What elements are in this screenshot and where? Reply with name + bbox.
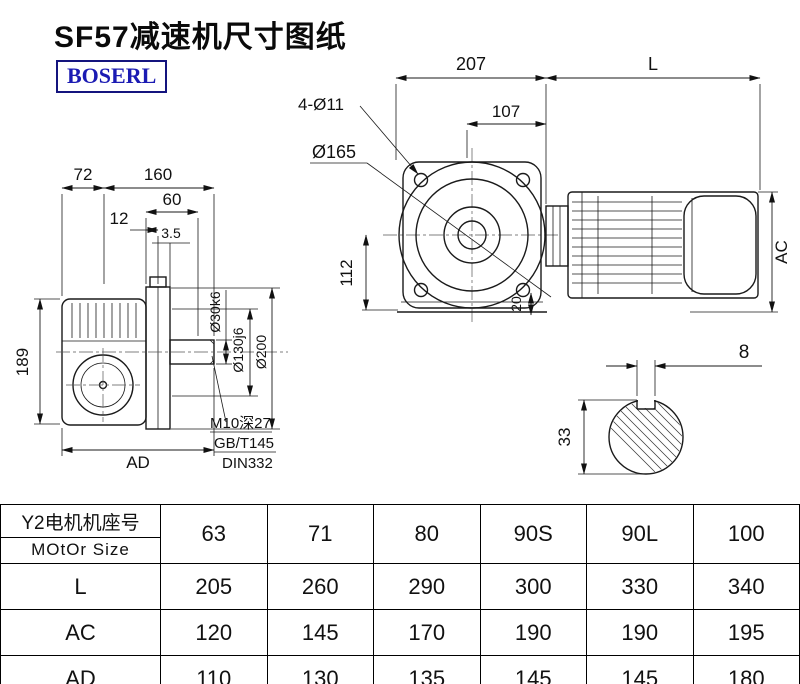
value-cell: 145 bbox=[266, 609, 374, 656]
row-label: AD bbox=[0, 655, 161, 684]
technical-drawing: 207 L 107 4-Ø11 Ø165 112 20 AC bbox=[13, 54, 791, 475]
size-cell: 90S bbox=[479, 504, 587, 564]
value-cell: 145 bbox=[586, 655, 694, 684]
size-cell: 63 bbox=[160, 504, 268, 564]
dimension-table: Y2电机机座号 MOtOr Size 63 71 80 90S 90L 100 … bbox=[0, 504, 800, 684]
value-cell: 340 bbox=[692, 563, 800, 610]
side-view: 72 160 60 12 3.5 189 AD Ø3 bbox=[13, 165, 288, 472]
dim-72-label: 72 bbox=[74, 165, 93, 184]
size-cell: 90L bbox=[586, 504, 694, 564]
brand-logo: BOSERL bbox=[56, 60, 168, 93]
dim-AC-label: AC bbox=[772, 240, 791, 264]
value-cell: 120 bbox=[160, 609, 268, 656]
value-cell: 180 bbox=[692, 655, 800, 684]
row-label: L bbox=[0, 563, 161, 610]
table-row-L: L 205 260 290 300 330 340 bbox=[0, 563, 800, 610]
housing-fins bbox=[62, 303, 146, 342]
standard-note-2: DIN332 bbox=[222, 455, 273, 472]
page-title: SF57减速机尺寸图纸 bbox=[54, 21, 347, 54]
flange-od-label: Ø200 bbox=[253, 335, 269, 369]
dim-207-label: 207 bbox=[456, 54, 486, 74]
dim-20-label: 20 bbox=[508, 296, 524, 312]
value-cell: 170 bbox=[373, 609, 481, 656]
value-cell: 330 bbox=[586, 563, 694, 610]
flange-diameter-label: Ø165 bbox=[312, 142, 356, 162]
motor-size-header-cell: Y2电机机座号 MOtOr Size bbox=[0, 504, 161, 564]
value-cell: 195 bbox=[692, 609, 800, 656]
motor-size-header-en: MOtOr Size bbox=[31, 540, 130, 559]
dim-33-label: 33 bbox=[555, 428, 574, 447]
dim-189-label: 189 bbox=[13, 348, 32, 376]
standard-note-1: GB/T145 bbox=[214, 435, 274, 452]
value-cell: 135 bbox=[373, 655, 481, 684]
dim-3-5-label: 3.5 bbox=[161, 225, 181, 241]
value-cell: 145 bbox=[479, 655, 587, 684]
table-row-AD: AD 110 130 135 145 145 180 bbox=[0, 655, 800, 684]
value-cell: 190 bbox=[586, 609, 694, 656]
row-label: AC bbox=[0, 609, 161, 656]
dim-AD-label: AD bbox=[126, 453, 150, 472]
value-cell: 190 bbox=[479, 609, 587, 656]
bolt-holes-label: 4-Ø11 bbox=[298, 95, 344, 114]
dim-60-label: 60 bbox=[163, 190, 182, 209]
size-cell: 100 bbox=[692, 504, 800, 564]
front-view: 207 L 107 4-Ø11 Ø165 112 20 AC bbox=[298, 54, 791, 322]
tapped-hole-note: M10深27 bbox=[210, 415, 271, 432]
size-cell: 71 bbox=[266, 504, 374, 564]
value-cell: 260 bbox=[266, 563, 374, 610]
dim-107-label: 107 bbox=[492, 102, 520, 121]
dim-112-label: 112 bbox=[337, 259, 356, 286]
value-cell: 205 bbox=[160, 563, 268, 610]
value-cell: 130 bbox=[266, 655, 374, 684]
size-cell: 80 bbox=[373, 504, 481, 564]
value-cell: 110 bbox=[160, 655, 268, 684]
table-row-AC: AC 120 145 170 190 190 195 bbox=[0, 609, 800, 656]
table-row-motor-size: Y2电机机座号 MOtOr Size 63 71 80 90S 90L 100 bbox=[0, 504, 800, 564]
motor-fins bbox=[572, 196, 682, 294]
shaft-diameter-label: Ø30k6 bbox=[207, 291, 223, 332]
dim-160-label: 160 bbox=[144, 165, 172, 184]
dim-8-label: 8 bbox=[739, 342, 750, 363]
motor-size-header-cn: Y2电机机座号 bbox=[1, 505, 160, 538]
shaft-section: 8 33 bbox=[555, 342, 762, 475]
value-cell: 300 bbox=[479, 563, 587, 610]
section-hatching bbox=[610, 401, 682, 473]
value-cell: 290 bbox=[373, 563, 481, 610]
spigot-diameter-label: Ø130j6 bbox=[230, 327, 246, 372]
dim-12-label: 12 bbox=[110, 209, 129, 228]
dim-L-label: L bbox=[648, 54, 658, 74]
